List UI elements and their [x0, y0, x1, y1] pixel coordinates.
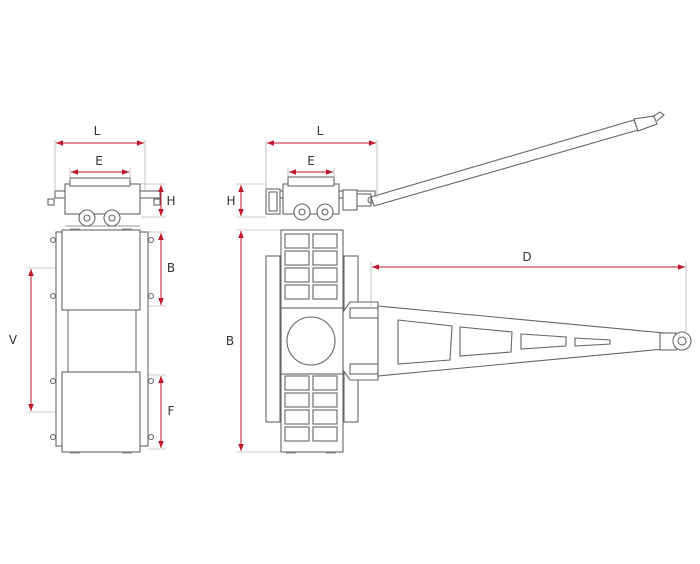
- right-side-elevation: [265, 111, 665, 221]
- left-side-elevation: [47, 177, 161, 227]
- left-label-L: L: [94, 124, 101, 138]
- right-dimensions: L E H B D: [226, 124, 687, 453]
- left-label-B: B: [167, 261, 175, 275]
- left-label-H: H: [166, 194, 175, 208]
- right-plan-view: [265, 229, 692, 454]
- left-label-V: V: [9, 333, 18, 347]
- left-label-E: E: [95, 154, 103, 168]
- right-label-H: H: [226, 194, 235, 208]
- right-label-B: B: [226, 334, 234, 348]
- left-plan-view: [49, 228, 155, 454]
- left-dimensions: L E H B V F: [9, 124, 176, 450]
- right-label-L: L: [317, 124, 324, 138]
- left-label-F: F: [168, 404, 175, 418]
- right-label-E: E: [307, 154, 315, 168]
- right-label-D: D: [522, 250, 531, 264]
